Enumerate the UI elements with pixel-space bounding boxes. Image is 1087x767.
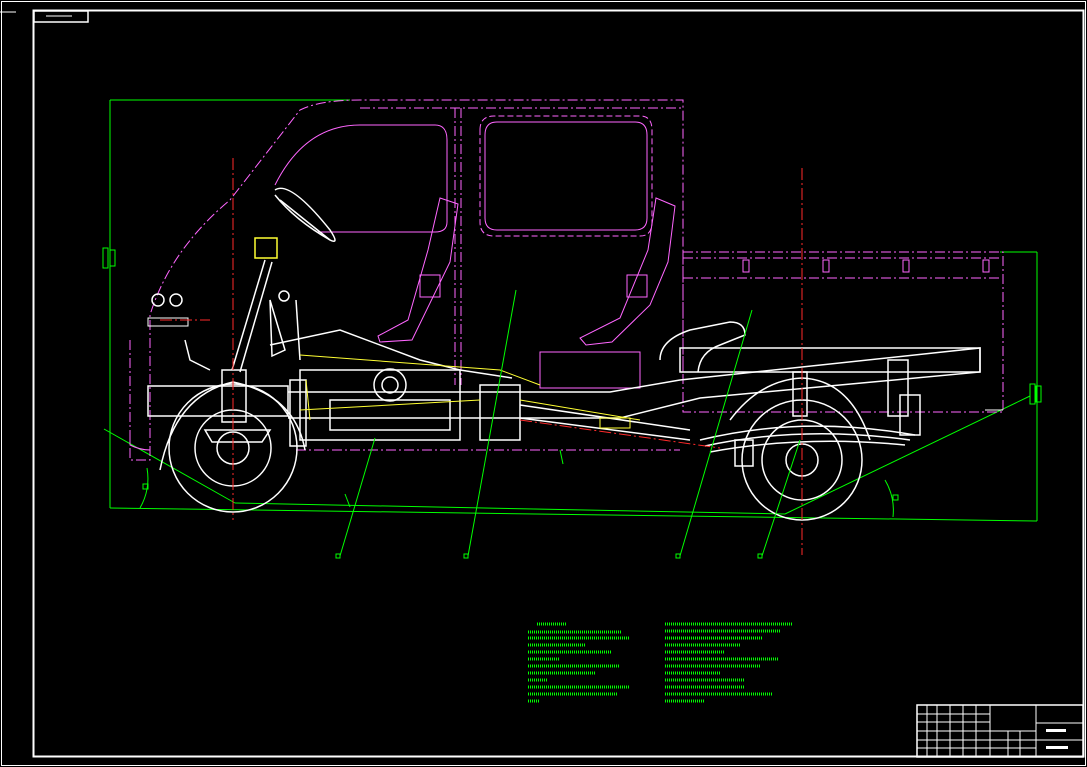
chassis — [147, 187, 981, 521]
wheel-centerlines — [160, 158, 803, 555]
overall-dimensions — [102, 99, 1042, 522]
technical-notes — [528, 622, 792, 703]
cab-outline — [129, 99, 684, 461]
title-block — [916, 704, 1084, 758]
leader-lines — [335, 289, 801, 559]
cargo-box — [682, 251, 1004, 413]
highlighted-components — [299, 354, 641, 429]
